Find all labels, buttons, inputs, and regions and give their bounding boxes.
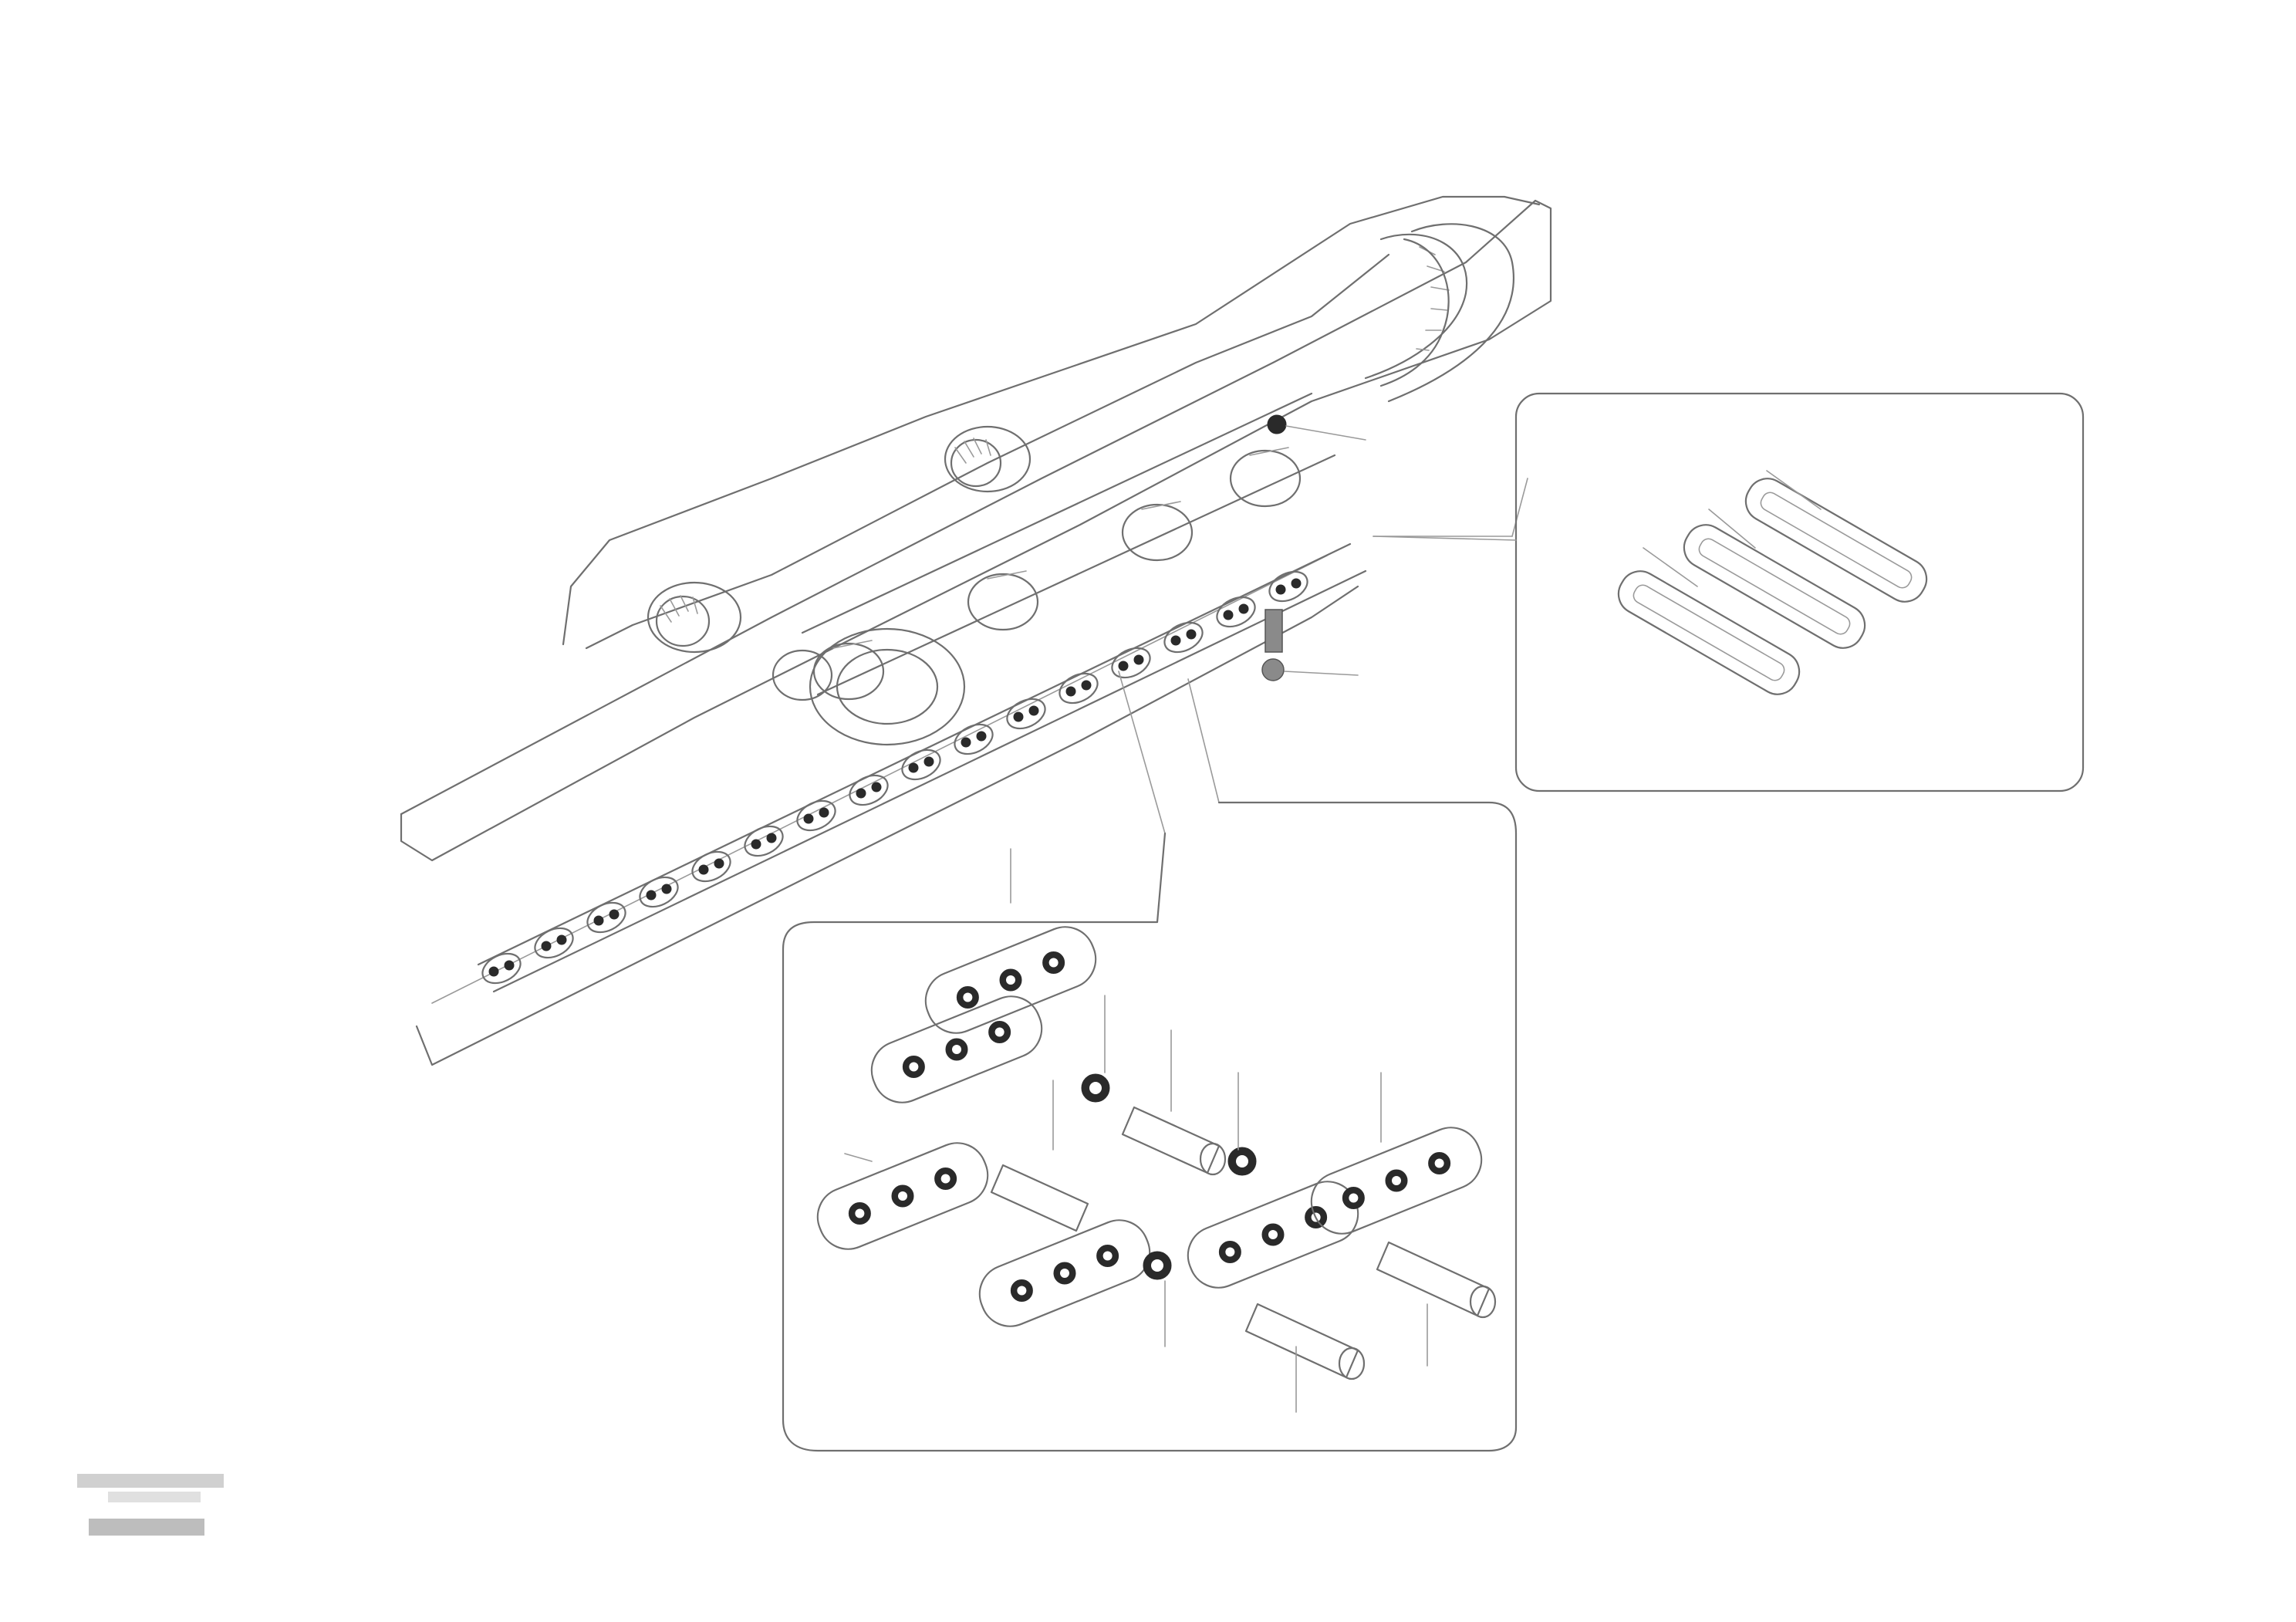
detail-box-chain-links	[782, 801, 1518, 1452]
chain-link	[534, 927, 574, 959]
pin-bottom-2	[1376, 1241, 1497, 1319]
drawing-reference-block	[77, 1474, 224, 1536]
chain-link	[481, 952, 522, 985]
track-shoe	[1744, 478, 1928, 603]
bushing-2	[990, 1164, 1089, 1232]
track-frame	[400, 195, 1552, 1066]
chain-link-plate	[816, 1142, 989, 1250]
chain-link	[796, 799, 836, 832]
track-shoe	[1617, 570, 1801, 695]
chain-link-plate	[978, 1219, 1151, 1327]
pin-bottom-1	[1244, 1303, 1366, 1380]
detail-box-shoes	[1373, 392, 2085, 792]
chain-link	[1111, 647, 1151, 679]
track-shoe	[1683, 524, 1866, 649]
chain-link-plate	[1187, 1181, 1359, 1289]
track-chain-assembly	[477, 542, 1367, 993]
bushing-1	[1121, 1106, 1227, 1176]
sprocket	[772, 627, 966, 746]
chain-link	[1163, 621, 1204, 654]
chain-link	[744, 825, 784, 857]
carrier-roller-2	[647, 581, 742, 654]
front-idler	[1379, 238, 1450, 387]
chain-link	[639, 876, 679, 908]
chain-link	[1006, 698, 1046, 730]
main-callouts	[1118, 414, 1528, 834]
chain-link	[1059, 672, 1099, 705]
track-rollers	[801, 392, 1336, 701]
bolt-marker	[1264, 609, 1283, 653]
chain-link	[691, 850, 731, 883]
pin-marker	[1267, 414, 1287, 434]
chain-link	[901, 748, 941, 781]
chain-link-plate	[870, 995, 1043, 1103]
chain-link	[586, 901, 626, 934]
chain-link-plate	[1310, 1127, 1483, 1235]
chain-link	[1216, 596, 1256, 628]
chain-link	[849, 774, 889, 806]
carrier-roller-1	[944, 425, 1032, 493]
chain-link	[1268, 570, 1308, 603]
chain-link	[954, 723, 994, 755]
chain-link-plate	[924, 926, 1097, 1034]
